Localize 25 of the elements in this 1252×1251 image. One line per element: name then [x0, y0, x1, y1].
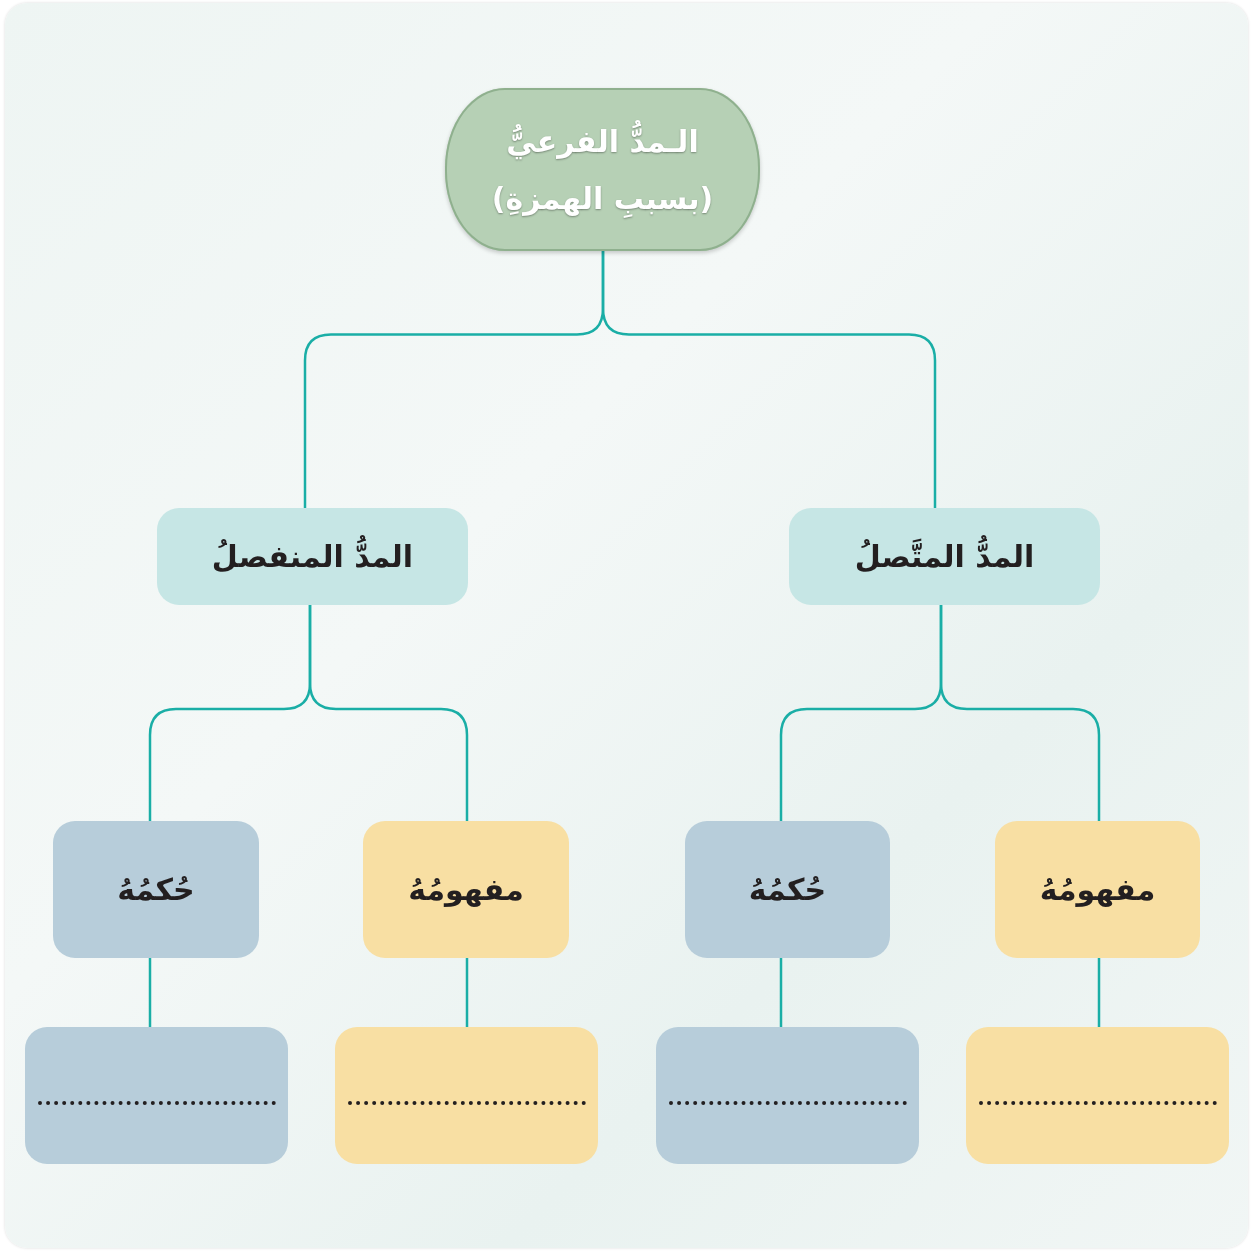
answer-box — [656, 1027, 919, 1164]
category-box — [789, 508, 1100, 605]
label-text: حُكمُهُ — [748, 871, 827, 909]
connector-line — [1097, 958, 1101, 1027]
answer-box — [25, 1027, 288, 1164]
heading-box — [363, 821, 569, 958]
heading-box — [53, 821, 259, 958]
title-text: الـمدُّ الفرعيُّ — [506, 121, 699, 161]
connector-line — [303, 251, 605, 508]
answer-box — [966, 1027, 1229, 1164]
category-box — [157, 508, 468, 605]
label-text: المدُّ المتَّصلُ — [854, 537, 1035, 576]
label-text: مفهومُهُ — [408, 871, 524, 909]
connector-line — [779, 605, 943, 821]
connector-line — [779, 958, 783, 1027]
label-text: مفهومُهُ — [1039, 871, 1156, 909]
connector-line — [465, 958, 469, 1027]
answer-box — [335, 1027, 598, 1164]
heading-box — [995, 821, 1200, 958]
heading-box — [685, 821, 890, 958]
subtitle-text: (بسببِ الهمزةِ) — [491, 179, 714, 218]
label-text: المدُّ المنفصلُ — [211, 537, 414, 576]
connector-line — [148, 958, 152, 1027]
label-text: حُكمُهُ — [117, 871, 195, 909]
connector-line — [148, 605, 312, 821]
